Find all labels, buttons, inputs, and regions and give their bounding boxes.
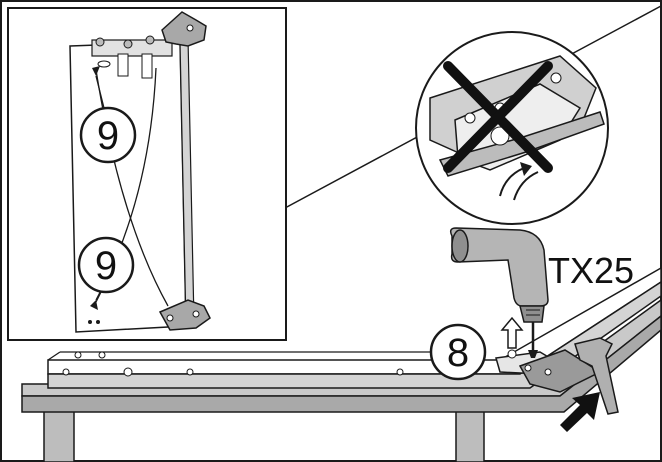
door-hole <box>397 369 403 375</box>
tool-label: TX25 <box>548 250 634 291</box>
step-9-number-top: 9 <box>97 114 119 158</box>
door-hole <box>75 352 81 358</box>
table-leg-right <box>456 410 484 462</box>
step-9-number-bottom: 9 <box>95 244 117 288</box>
inset-panel: 9 9 <box>8 8 286 340</box>
door-hole <box>187 369 193 375</box>
door-hole <box>63 369 69 375</box>
door-hole <box>124 368 132 376</box>
door-upright <box>70 42 186 332</box>
step-8-number: 8 <box>447 331 469 375</box>
door-hole <box>99 352 105 358</box>
callout-detail <box>416 32 608 224</box>
table-leg-left <box>44 410 74 462</box>
